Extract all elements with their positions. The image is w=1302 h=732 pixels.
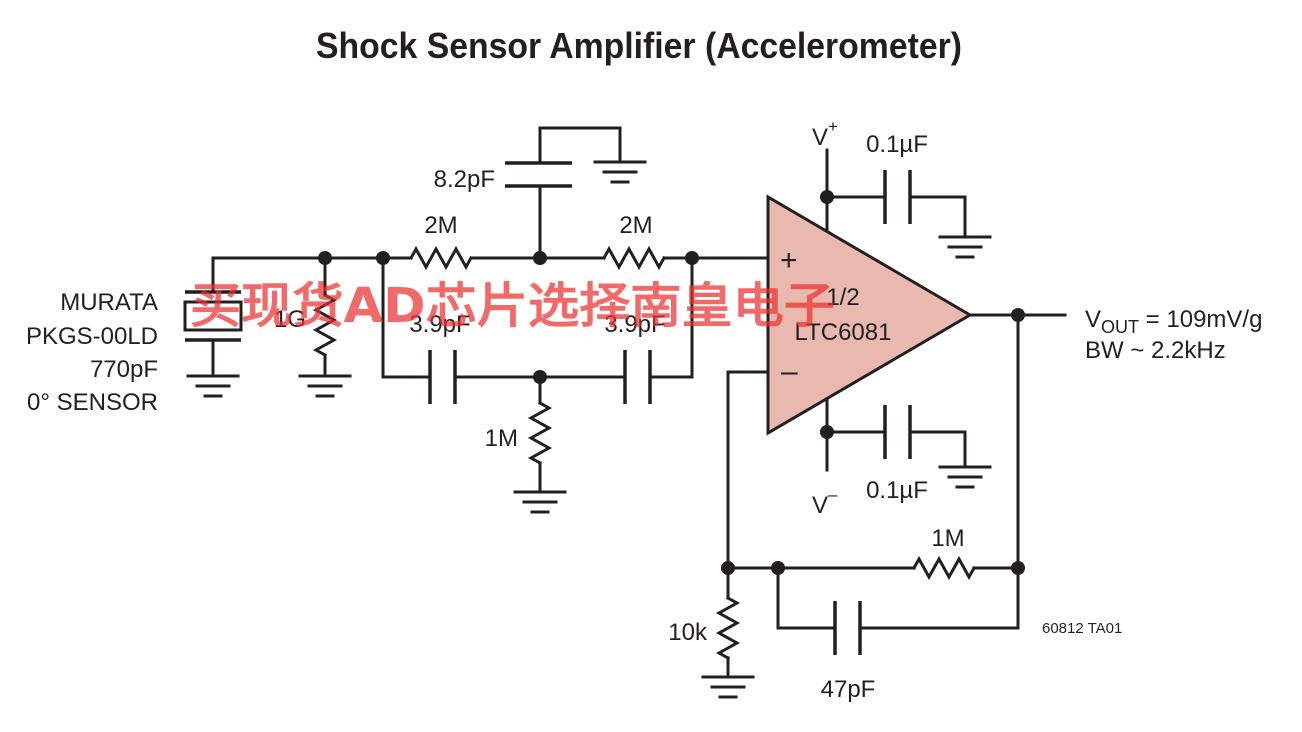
opamp-body [766,194,973,436]
opamp-plus-sign: + [780,244,798,277]
junction-dot [376,251,390,265]
capacitor-3p9pf-left [428,350,457,404]
sensor-label: MURATA PKGS-00LD 770pF 0° SENSOR [26,289,158,416]
capacitor-0p1uf-vpos [883,170,912,224]
resistor-1g [312,292,338,358]
junction-dot [533,370,547,384]
capacitor-0p1uf-vneg [883,405,912,459]
ground-icon [513,490,567,514]
sensor-label-capacitance: 770pF [90,356,158,383]
resistor-1m-feedback [911,555,977,581]
label-vout-value: = 109mV/g [1139,306,1262,333]
sensor-crystal [183,300,243,332]
wire-8p2-top [538,126,622,165]
junction-dot [1011,308,1025,322]
label-3p9pf-right: 3.9pF [604,311,665,338]
capacitor-47pf [833,601,862,655]
ground-icon [938,235,992,259]
label-vout-sub: OUT [1101,317,1139,337]
opamp-fraction-label: 1/2 [826,284,859,311]
wire-vpos-cap-right [908,195,967,239]
label-0p1uf-vpos: 0.1µF [866,131,928,158]
label-vpos-sup: + [828,117,838,136]
resistor-2m-left [408,245,474,271]
opamp-minus-sign: – [781,355,798,388]
label-47pf: 47pF [821,676,876,703]
wire-vneg-cap-right [908,430,967,469]
label-1m-feedback: 1M [931,525,964,552]
junction-dot [1011,561,1025,575]
label-vout: VOUT = 109mV/g [1085,306,1262,337]
junction-dot [820,190,834,204]
label-vneg: V– [812,485,838,519]
opamp-part-label: LTC6081 [795,319,892,346]
diagram-title: Shock Sensor Amplifier (Accelerometer) [316,25,962,66]
piezo-sensor-symbol [183,290,243,342]
label-bandwidth: BW ~ 2.2kHz [1085,337,1226,364]
figure-id: 60812 TA01 [1042,620,1122,637]
wire-47p-right [858,566,1020,630]
wires [211,126,1067,679]
junctions [318,190,1025,575]
label-1m-mid: 1M [485,425,518,452]
junction-dot [721,561,735,575]
label-0p1uf-vneg: 0.1µF [866,477,928,504]
sensor-label-part: PKGS-00LD [26,323,158,350]
label-vout-base: V [1085,306,1101,333]
junction-dot [820,425,834,439]
label-2m-left: 2M [424,212,457,239]
resistor-2m-right [601,245,667,271]
sensor-label-maker: MURATA [60,289,158,316]
capacitor-8p2pf [505,161,572,188]
label-8p2pf: 8.2pF [434,166,495,193]
ground-icon [938,465,992,489]
ground-icon [593,160,647,184]
label-2m-right: 2M [619,212,652,239]
ground-icon [186,374,240,398]
label-1g: 1G [274,306,306,333]
wire-inverting-input [726,370,770,600]
junction-dot [318,251,332,265]
label-vneg-sup: – [828,485,838,504]
junction-dot [771,561,785,575]
wire-loop-right [648,256,694,379]
junction-dot [533,251,547,265]
resistor-10k [715,595,741,661]
wire-loop-left [381,256,432,379]
capacitor-3p9pf-right [623,350,652,404]
watermark-text: 买现货AD芯片选择南皇电子 [190,278,835,334]
label-3p9pf-left: 3.9pF [409,311,470,338]
sensor-label-orientation: 0° SENSOR [27,389,158,416]
junction-dot [685,251,699,265]
ground-icon [298,374,352,398]
label-vneg-base: V [812,492,828,519]
label-vpos-base: V [812,124,828,151]
label-vpos: V+ [812,117,838,151]
wire-47p-left [776,566,837,630]
label-10k: 10k [668,619,708,646]
resistor-1m-mid [527,400,553,466]
ground-icon [701,675,755,699]
